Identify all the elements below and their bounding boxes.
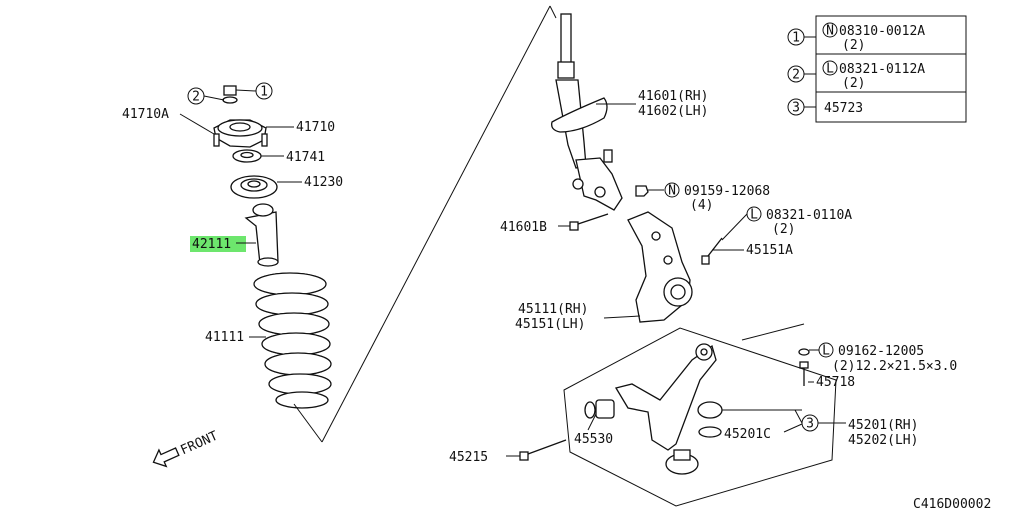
shock-absorber: [551, 13, 623, 211]
callout-3: 3: [806, 417, 814, 432]
legend-row-2-number: 2: [792, 68, 800, 83]
label-09159-12068: 09159-12068: [684, 184, 770, 199]
legend-row-1: 1 N 08310-0012A (2): [787, 22, 925, 53]
legend-row-3-code: 45723: [824, 101, 863, 116]
label-45151-lh: 45151(LH): [515, 317, 585, 332]
front-label: FRONT: [178, 429, 220, 459]
legend-row-3: 3 45723: [787, 98, 863, 116]
legend-row-1-qty: (2): [842, 38, 865, 53]
label-45151a: 45151A: [746, 243, 793, 258]
label-45718: 45718: [816, 375, 855, 390]
label-41230: 41230: [304, 175, 343, 190]
label-41601-rh: 41601(RH): [638, 89, 708, 104]
label-09162-qty: (2)12.2×21.5×3.0: [832, 359, 957, 374]
l08321-prefix: L: [750, 208, 758, 223]
callouts-knuckle: L 08321-0110A (2) 45151A 45111(RH) 45151…: [515, 206, 852, 332]
label-09162-12005: 09162-12005: [838, 344, 924, 359]
diagram-id: C416D00002: [913, 497, 991, 512]
highlight-42111: [190, 236, 246, 252]
label-42111: 42111: [192, 237, 231, 252]
legend-row-3-number: 3: [792, 101, 800, 116]
label-41601b: 41601B: [500, 220, 547, 235]
lower-arm-box: [563, 323, 837, 507]
lower-control-arm: [519, 343, 810, 475]
callouts-strut: 41601(RH) 41602(LH) N 09159-12068 (4) 41…: [500, 89, 770, 235]
callouts-lower-arm: L 09162-12005 (2)12.2×21.5×3.0 45718 452…: [449, 342, 957, 465]
label-45111-rh: 45111(RH): [518, 302, 588, 317]
label-45201c: 45201C: [724, 427, 771, 442]
label-45215: 45215: [449, 450, 488, 465]
strut-mount-group: [213, 85, 279, 267]
label-08321-0110a: 08321-0110A: [766, 208, 852, 223]
callouts-left: 41710A 2 1 41710 41741 41230 42111 41111: [122, 82, 343, 345]
legend-table: 1 N 08310-0012A (2) 2 L 08321-0112A (2) …: [787, 15, 967, 123]
legend-row-2-code: 08321-0112A: [839, 62, 925, 77]
legend-row-2-qty: (2): [842, 76, 865, 91]
n09159-prefix: N: [668, 184, 676, 199]
label-45202-lh: 45202(LH): [848, 433, 918, 448]
coil-spring: [253, 272, 332, 409]
label-41111: 41111: [205, 330, 244, 345]
label-45201-rh: 45201(RH): [848, 418, 918, 433]
label-41602-lh: 41602(LH): [638, 104, 708, 119]
legend-row-2-prefix: L: [826, 62, 834, 77]
callout-1: 1: [260, 85, 268, 100]
front-arrow: FRONT: [152, 429, 220, 468]
steering-knuckle: [627, 211, 723, 323]
label-41741: 41741: [286, 150, 325, 165]
legend-row-1-number: 1: [792, 31, 800, 46]
label-09159-qty: (4): [690, 198, 713, 213]
exploded-guide-lines: [293, 5, 557, 443]
legend-row-1-code: 08310-0012A: [839, 24, 925, 39]
label-08321-qty: (2): [772, 222, 795, 237]
label-45530: 45530: [574, 432, 613, 447]
l09162-prefix: L: [822, 344, 830, 359]
label-41710: 41710: [296, 120, 335, 135]
legend-row-1-prefix: N: [826, 24, 834, 39]
label-41710a: 41710A: [122, 107, 169, 122]
callout-2: 2: [192, 90, 200, 105]
legend-row-2: 2 L 08321-0112A (2): [787, 60, 925, 91]
